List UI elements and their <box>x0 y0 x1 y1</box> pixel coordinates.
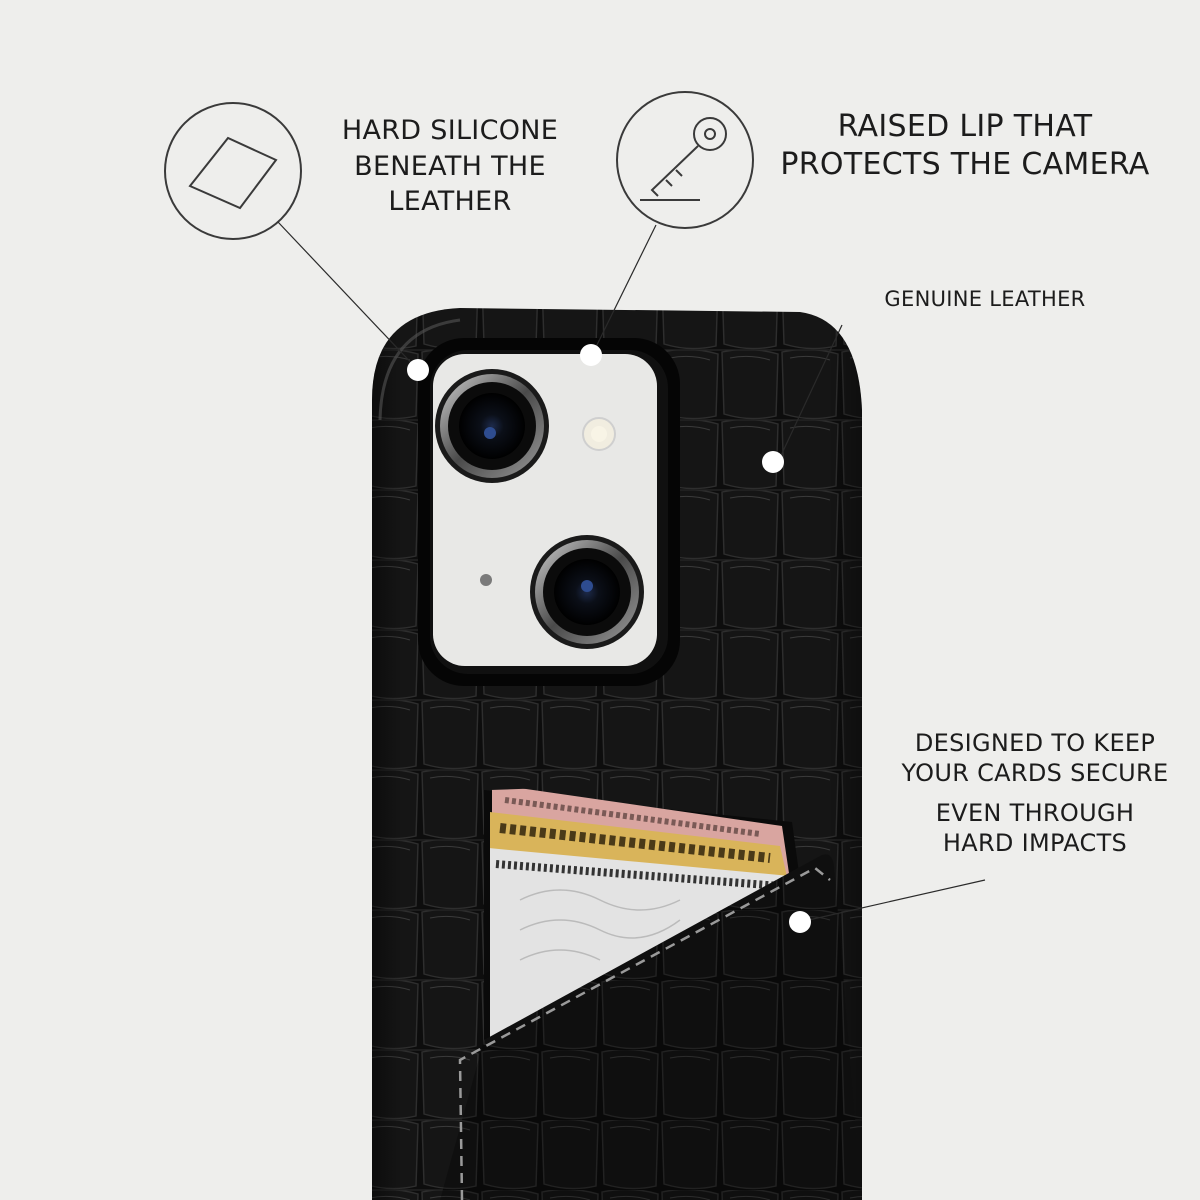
feature-text-line: GENUINE LEATHER <box>884 287 1086 311</box>
feature-text-line: RAISED LIP THAT <box>837 109 1093 144</box>
feature-label-genuine-leather: GENUINE LEATHER <box>840 286 1130 314</box>
feature-label-card-secure: DESIGNED TO KEEP YOUR CARDS SECURE EVEN … <box>850 728 1200 858</box>
key-icon <box>616 91 754 229</box>
card-pocket <box>440 784 862 1200</box>
feature-text-line: HARD SILICONE <box>341 115 559 146</box>
hotspot-dot-lip <box>580 344 602 366</box>
feature-text-line: HARD IMPACTS <box>942 829 1128 857</box>
hotspot-dot-leather <box>762 451 784 473</box>
feature-label-raised-lip: RAISED LIP THAT PROTECTS THE CAMERA <box>760 108 1170 183</box>
feature-text-line: EVEN THROUGH <box>935 799 1135 827</box>
card-silver <box>490 848 800 1040</box>
feature-text-line: LEATHER <box>388 186 512 218</box>
camera-lens-bottom <box>530 535 644 649</box>
feature-label-hard-silicone: HARD SILICONE BENEATH THE LEATHER <box>300 113 600 220</box>
hotspot-dot-silicone <box>407 359 429 381</box>
camera-lens-top <box>435 369 549 483</box>
callout-lines <box>277 221 986 923</box>
feature-text-line: PROTECTS THE CAMERA <box>780 146 1150 182</box>
feature-text-line: BENEATH THE <box>354 150 546 182</box>
feature-text-line: YOUR CARDS SECURE <box>901 759 1169 787</box>
microphone-hole <box>480 574 492 586</box>
card-outline-icon <box>164 102 302 240</box>
hotspot-dot-cards <box>789 911 811 933</box>
feature-text-line: DESIGNED TO KEEP <box>914 729 1156 757</box>
